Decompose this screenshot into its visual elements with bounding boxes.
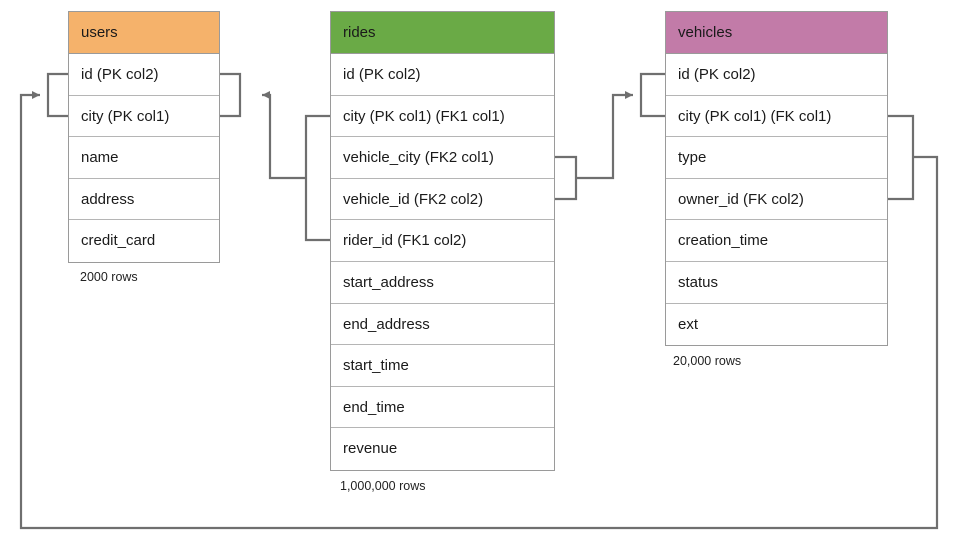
connector-users-right-bracket bbox=[220, 72, 242, 118]
table-vehicles-column-ext[interactable]: ext bbox=[678, 315, 699, 333]
table-vehicles-column-owner-id[interactable]: owner_id (FK col2) bbox=[666, 179, 887, 221]
table-rides-column-vehicle-city[interactable]: vehicle_city (FK2 col1) bbox=[331, 137, 554, 179]
table-rides-header: rides bbox=[331, 12, 554, 54]
table-vehicles-column-id[interactable]: id (PK col2) bbox=[666, 54, 887, 96]
table-rides[interactable]: rides id (PK col2) city (PK col1) (FK1 c… bbox=[330, 11, 555, 471]
connector-rides-to-users-line bbox=[262, 91, 306, 180]
connector-users-left-bracket bbox=[46, 72, 68, 118]
table-rides-column-start-address[interactable]: start_address bbox=[331, 262, 554, 304]
table-rides-column-id[interactable]: id (PK col2) bbox=[331, 54, 554, 96]
table-users-row-count: 2000 rows bbox=[80, 270, 138, 284]
table-users[interactable]: users id (PK col2) city (PK col1) name a… bbox=[68, 11, 220, 263]
table-vehicles-column-city[interactable]: city (PK col1) (FK col1) bbox=[666, 96, 887, 138]
table-vehicles-header: vehicles bbox=[666, 12, 887, 54]
table-rides-column-end-time[interactable]: end_time bbox=[331, 387, 554, 429]
table-rides-column-start-time[interactable]: start_time bbox=[331, 345, 554, 387]
table-rides-column-city[interactable]: city (PK col1) (FK1 col1) bbox=[331, 96, 554, 138]
connector-vehicles-left-bracket bbox=[639, 72, 665, 118]
table-users-header: users bbox=[69, 12, 219, 54]
table-users-column-address[interactable]: address bbox=[69, 179, 219, 221]
table-vehicles-column-creation-time[interactable]: creation_time bbox=[666, 220, 887, 262]
connector-rides-right-bracket bbox=[555, 155, 578, 201]
table-rides-column-end-address[interactable]: end_address bbox=[331, 304, 554, 346]
connector-vehicles-right-bracket bbox=[888, 114, 915, 201]
table-users-column-credit-card[interactable]: credit_card bbox=[81, 232, 156, 250]
table-rides-column-rider-id[interactable]: rider_id (FK1 col2) bbox=[331, 220, 554, 262]
connector-rides-left-bracket bbox=[304, 114, 330, 242]
table-rides-column-vehicle-id[interactable]: vehicle_id (FK2 col2) bbox=[331, 179, 554, 221]
table-users-column-city[interactable]: city (PK col1) bbox=[69, 96, 219, 138]
table-users-column-id[interactable]: id (PK col2) bbox=[69, 54, 219, 96]
table-vehicles-column-type[interactable]: type bbox=[666, 137, 887, 179]
table-vehicles-row-count: 20,000 rows bbox=[673, 354, 742, 368]
table-rides-row-count: 1,000,000 rows bbox=[340, 479, 426, 493]
table-rides-column-revenue[interactable]: revenue bbox=[343, 440, 398, 458]
table-vehicles[interactable]: vehicles id (PK col2) city (PK col1) (FK… bbox=[665, 11, 888, 347]
connector-rides-to-vehicles-line bbox=[576, 91, 633, 180]
table-users-column-name[interactable]: name bbox=[69, 137, 219, 179]
table-vehicles-column-status[interactable]: status bbox=[666, 262, 887, 304]
